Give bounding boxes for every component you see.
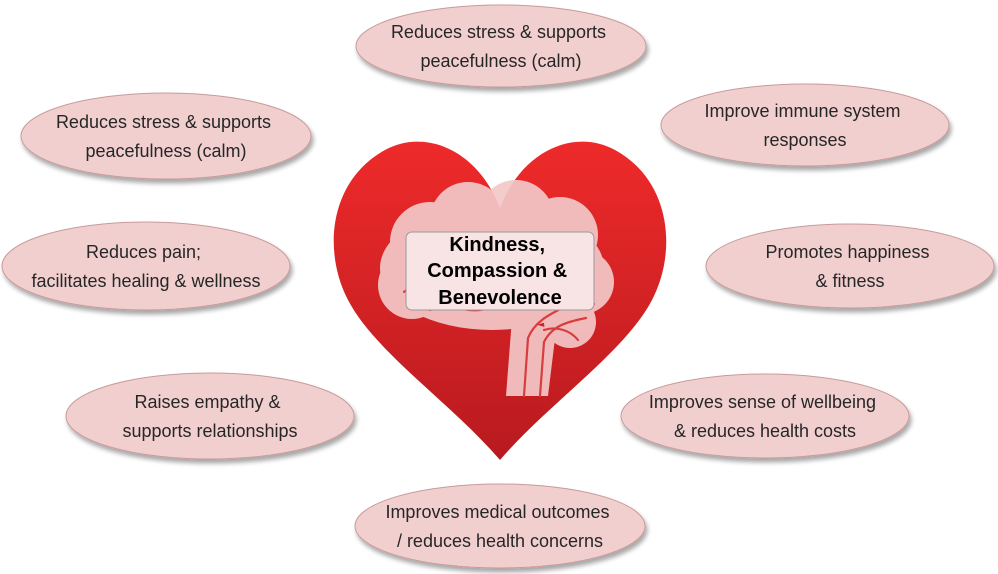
bubble-top-line-1: Reduces stress & supports [391,22,606,42]
bubble-upper-right-line-2: responses [763,130,846,150]
bubble-middle-right-line-1: Promotes happiness [765,242,929,262]
bubble-upper-right-line-1: Improve immune system [704,101,900,121]
bubble-upper-left-line-1: Reduces stress & supports [56,112,271,132]
bubble-middle-right-line-2: & fitness [815,271,884,291]
center-label: Kindness, Compassion & Benevolence [405,231,595,311]
bubble-lower-left-line-2: supports relationships [122,421,297,441]
bubble-middle-left-line-2: facilitates healing & wellness [31,271,260,291]
benefit-bubble-lower-right: Improves sense of wellbeing & reduces he… [620,373,910,459]
svg-text:Improve immune system re: Improve immune system responses [704,101,905,150]
bubble-lower-right-line-2: & reduces health costs [674,421,856,441]
svg-text:Reduces stress & supports: Reduces stress & supports peacefulness (… [56,112,276,161]
bubble-upper-left-line-2: peacefulness (calm) [85,141,246,161]
bubble-bottom-line-2: / reduces health concerns [397,531,603,551]
benefit-bubble-upper-right: Improve immune system responses [660,83,950,167]
svg-text:Reduces stress & supports: Reduces stress & supports peacefulness (… [391,22,611,71]
svg-text:Kindness, Compassion &: Kindness, Compassion & Benevolence [427,234,573,309]
benefit-bubble-top: Reduces stress & supports peacefulness (… [355,4,647,88]
svg-text:Improves sense of wellbeing: Improves sense of wellbeing & reduces he… [649,392,881,441]
bubble-bottom-line-1: Improves medical outcomes [385,502,609,522]
svg-text:Improves medical outcomes: Improves medical outcomes / reduces heal… [385,502,614,551]
center-line-1: Kindness, [449,234,545,256]
benefit-bubble-middle-left: Reduces pain; facilitates healing & well… [1,221,291,311]
bubble-lower-left-line-1: Raises empathy & [134,392,280,412]
center-line-2: Compassion & [427,260,567,282]
benefit-bubble-middle-right: Promotes happiness & fitness [705,223,995,309]
benefit-bubble-bottom: Improves medical outcomes / reduces heal… [354,483,646,569]
center-line-3: Benevolence [438,287,561,309]
bubble-top-line-2: peacefulness (calm) [420,51,581,71]
bubble-lower-right-line-1: Improves sense of wellbeing [649,392,876,412]
bubble-middle-left-line-1: Reduces pain; [86,242,201,262]
svg-text:Promotes happiness & fit: Promotes happiness & fitness [765,242,934,291]
svg-text:Raises empathy & support: Raises empathy & supports relationships [122,392,297,441]
svg-text:Reduces pain; facilitate: Reduces pain; facilitates healing & well… [31,242,260,291]
benefit-bubble-upper-left: Reduces stress & supports peacefulness (… [20,92,312,180]
benefit-bubble-lower-left: Raises empathy & supports relationships [65,372,355,460]
